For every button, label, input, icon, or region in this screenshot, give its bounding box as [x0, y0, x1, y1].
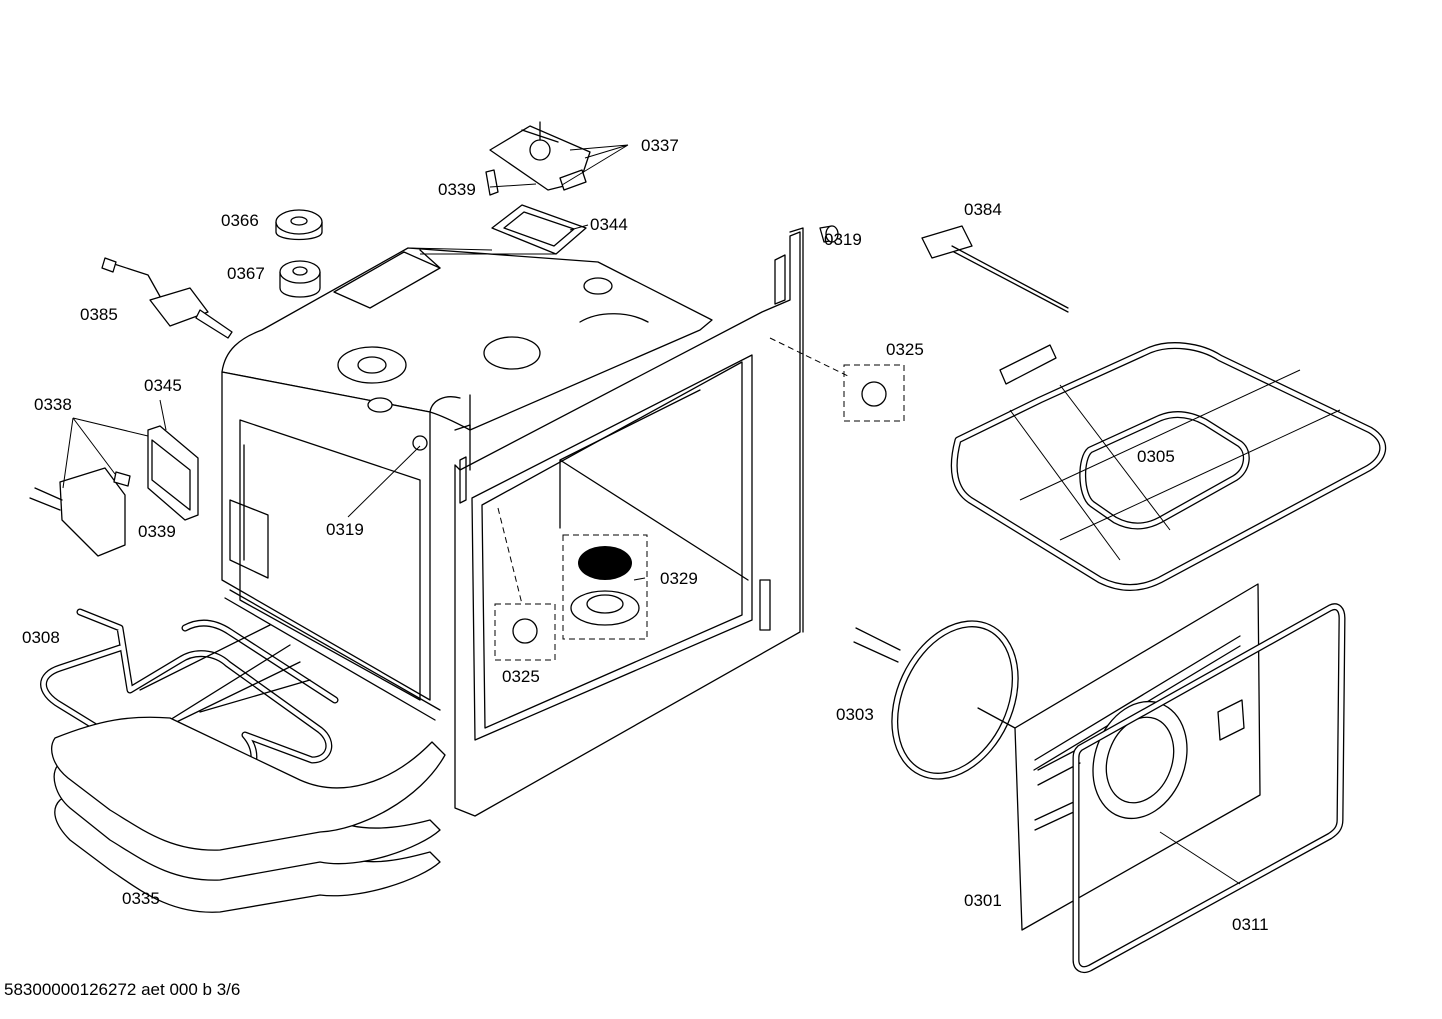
label-0305: 0305	[1137, 447, 1175, 466]
part-0339-left	[113, 471, 131, 487]
label-0339-top: 0339	[438, 180, 476, 199]
document-id: 58300000126272 aet 000 b 3/6	[4, 980, 241, 999]
back-panel-0301	[1014, 583, 1261, 931]
label-0325-center: 0325	[502, 667, 540, 686]
label-0345: 0345	[144, 376, 182, 395]
part-0338	[29, 467, 126, 557]
callout-labels: 0337 0339 0344 0366 0367 0385 0345 0338 …	[22, 136, 1269, 934]
label-0308: 0308	[22, 628, 60, 647]
plug-0319-right	[819, 225, 839, 243]
vent-box-0329	[562, 534, 648, 640]
label-0385: 0385	[80, 305, 118, 324]
oven-cavity-housing	[221, 247, 713, 721]
label-0311: 0311	[1232, 915, 1269, 934]
label-0301: 0301	[964, 891, 1002, 910]
switch-0385	[101, 257, 233, 339]
plug-0319-left	[412, 435, 428, 451]
label-0384: 0384	[964, 200, 1002, 219]
knob-0366	[275, 209, 323, 241]
label-0337: 0337	[641, 136, 679, 155]
label-0338: 0338	[34, 395, 72, 414]
label-0367: 0367	[227, 264, 265, 283]
round-element-0303	[853, 620, 1019, 780]
label-0344: 0344	[590, 215, 628, 234]
knob-0367	[279, 260, 321, 298]
insulation-0335	[51, 716, 446, 913]
lower-element-0308	[40, 608, 339, 800]
bulb-box-0325-center	[494, 603, 556, 661]
lamp-0345	[147, 425, 199, 521]
label-0335: 0335	[122, 889, 160, 908]
sensor-0384	[921, 225, 1069, 313]
bulb-box-0325-right	[843, 364, 905, 422]
label-0329: 0329	[660, 569, 698, 588]
cover-0344	[491, 204, 587, 255]
leader-lines	[62, 144, 1241, 885]
label-0366: 0366	[221, 211, 259, 230]
label-0339-left: 0339	[138, 522, 176, 541]
bracket-0337	[485, 121, 591, 196]
label-0319-left: 0319	[326, 520, 364, 539]
label-0319-right: 0319	[824, 230, 862, 249]
label-0325-right: 0325	[886, 340, 924, 359]
grill-element-0305	[950, 342, 1387, 591]
label-0303: 0303	[836, 705, 874, 724]
